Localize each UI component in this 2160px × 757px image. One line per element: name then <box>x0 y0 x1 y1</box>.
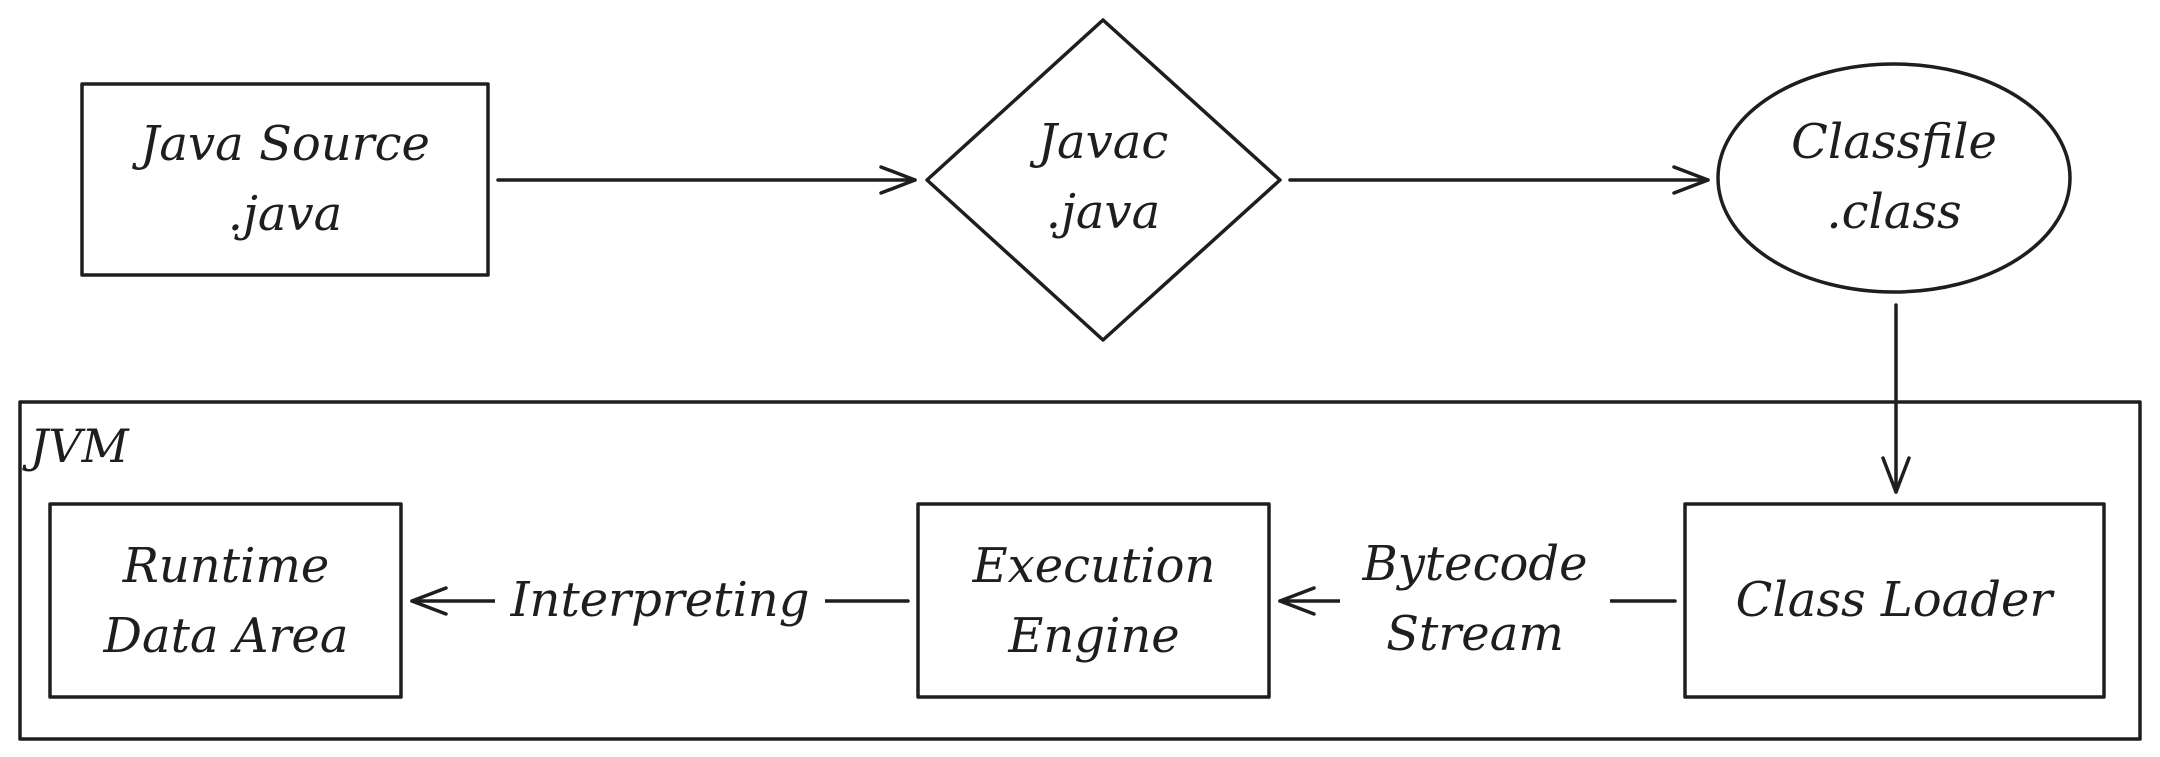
java-source-box <box>80 82 490 277</box>
jvm-container <box>18 400 2142 741</box>
edge-execution-engine-to-runtime-data-area: Interpreting <box>410 568 910 630</box>
classfile-extension: .class <box>1826 184 1961 240</box>
execution-engine-box <box>916 502 1271 699</box>
javac-node[interactable]: Javac .java <box>925 18 1282 342</box>
class-loader-box <box>1683 502 2106 699</box>
bytecode-stream-label-bg <box>1340 532 1610 672</box>
execution-engine-subtitle: Engine <box>1007 608 1179 664</box>
javac-diamond <box>925 18 1282 342</box>
bytecode-stream-label-line1: Bytecode <box>1362 536 1588 592</box>
interpreting-label-bg <box>495 568 825 630</box>
classfile-node[interactable]: Classfile .class <box>1716 62 2072 294</box>
interpreting-label: Interpreting <box>510 572 810 628</box>
java-source-title: Java Source <box>131 116 430 172</box>
execution-engine-node[interactable]: Execution Engine <box>916 502 1271 699</box>
classfile-title: Classfile <box>1791 114 1997 170</box>
edge-class-loader-to-execution-engine: Bytecode Stream <box>1278 532 1677 672</box>
java-source-extension: .java <box>228 186 343 242</box>
runtime-data-area-subtitle: Data Area <box>103 608 349 664</box>
javac-extension: .java <box>1046 184 1161 240</box>
javac-title: Javac <box>1029 114 1168 170</box>
java-source-node[interactable]: Java Source .java <box>80 82 490 277</box>
bytecode-stream-label-line2: Stream <box>1386 606 1564 662</box>
classfile-ellipse <box>1716 62 2072 294</box>
jvm-group: JVM <box>18 400 2142 741</box>
jvm-label: JVM <box>22 419 131 473</box>
class-loader-title: Class Loader <box>1736 572 2056 628</box>
class-loader-node[interactable]: Class Loader <box>1683 502 2106 699</box>
runtime-data-area-node[interactable]: Runtime Data Area <box>48 502 403 699</box>
runtime-data-area-box <box>48 502 403 699</box>
runtime-data-area-title: Runtime <box>122 538 330 594</box>
execution-engine-title: Execution <box>972 538 1216 594</box>
